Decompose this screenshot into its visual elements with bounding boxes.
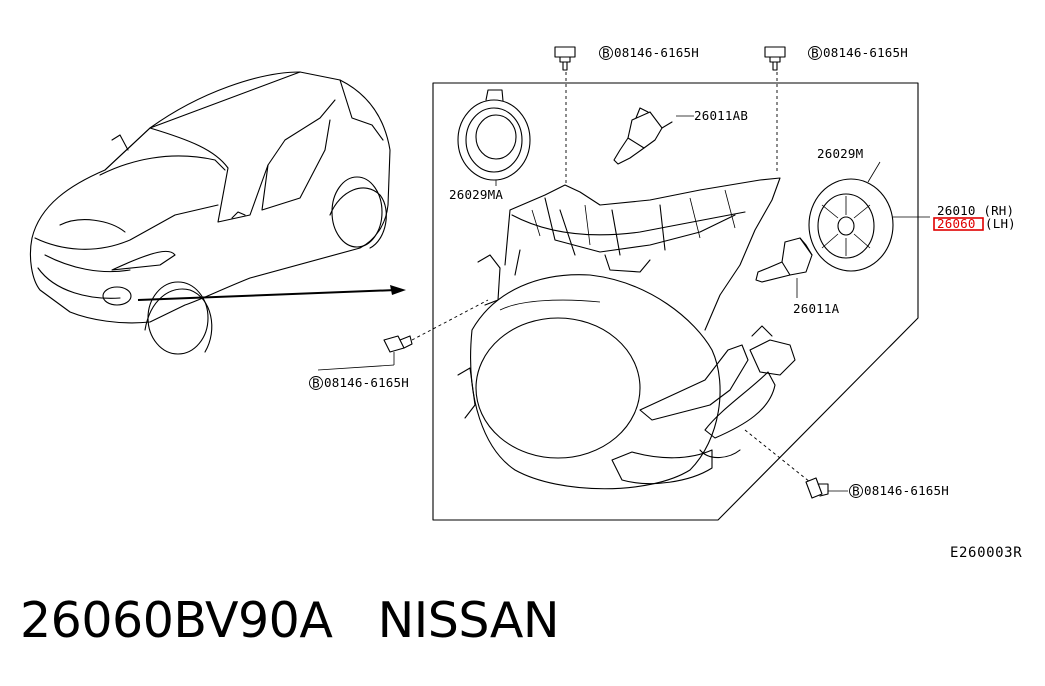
bolt-icon-bottom xyxy=(805,477,829,499)
cap-26029m xyxy=(808,178,894,272)
label-bolt-bottom: B 08146-6165H xyxy=(849,483,949,499)
callout-bolt-top-right: 08146-6165H xyxy=(823,45,908,60)
footer-caption: 26060BV90A NISSAN xyxy=(20,592,560,649)
bolt-prefix: B xyxy=(811,46,819,61)
callout-bulb-26011a: 26011A xyxy=(793,301,840,316)
label-bolt-left: B 08146-6165H xyxy=(309,375,409,391)
bulb-26011a xyxy=(755,237,813,283)
callout-bulb-26011ab: 26011AB xyxy=(694,108,748,123)
label-bolt-top-right: B 08146-6165H xyxy=(808,45,908,61)
bolt-prefix: B xyxy=(312,376,320,391)
leader-lines xyxy=(317,72,930,492)
callout-cap-26029ma: 26029MA xyxy=(449,187,503,202)
bolt-prefix: B xyxy=(852,484,860,499)
callout-bolt-top-left: 08146-6165H xyxy=(614,45,699,60)
callout-assembly-rh: 26010 (RH) xyxy=(937,203,1014,218)
callout-cap-26029m: 26029M xyxy=(817,146,863,161)
bolt-icon-top-right xyxy=(764,46,786,71)
callout-assembly-lh: 26060 (LH) xyxy=(933,216,1016,231)
part-number: 26060BV90A xyxy=(20,592,333,649)
callout-assembly-lh-suffix: (LH) xyxy=(985,216,1016,231)
headlamp-assembly xyxy=(457,177,796,490)
assembly-frame xyxy=(432,82,919,521)
brand-name: NISSAN xyxy=(377,592,560,649)
callout-bolt-bottom: 08146-6165H xyxy=(864,483,949,498)
label-bolt-top-left: B 08146-6165H xyxy=(599,45,699,61)
pointer-arrow xyxy=(137,285,406,301)
callout-assembly-lh-code: 26060 xyxy=(937,216,976,231)
bolt-icon-top-left xyxy=(554,46,576,71)
reference-code: E260003R xyxy=(950,545,1022,561)
callout-bolt-left: 08146-6165H xyxy=(324,375,409,390)
cap-26029ma xyxy=(457,89,531,181)
vehicle-illustration xyxy=(29,71,391,355)
bulb-26011ab xyxy=(613,107,673,165)
highlight-box xyxy=(933,217,984,231)
bolt-icon-left xyxy=(383,335,413,353)
bolt-prefix: B xyxy=(602,46,610,61)
